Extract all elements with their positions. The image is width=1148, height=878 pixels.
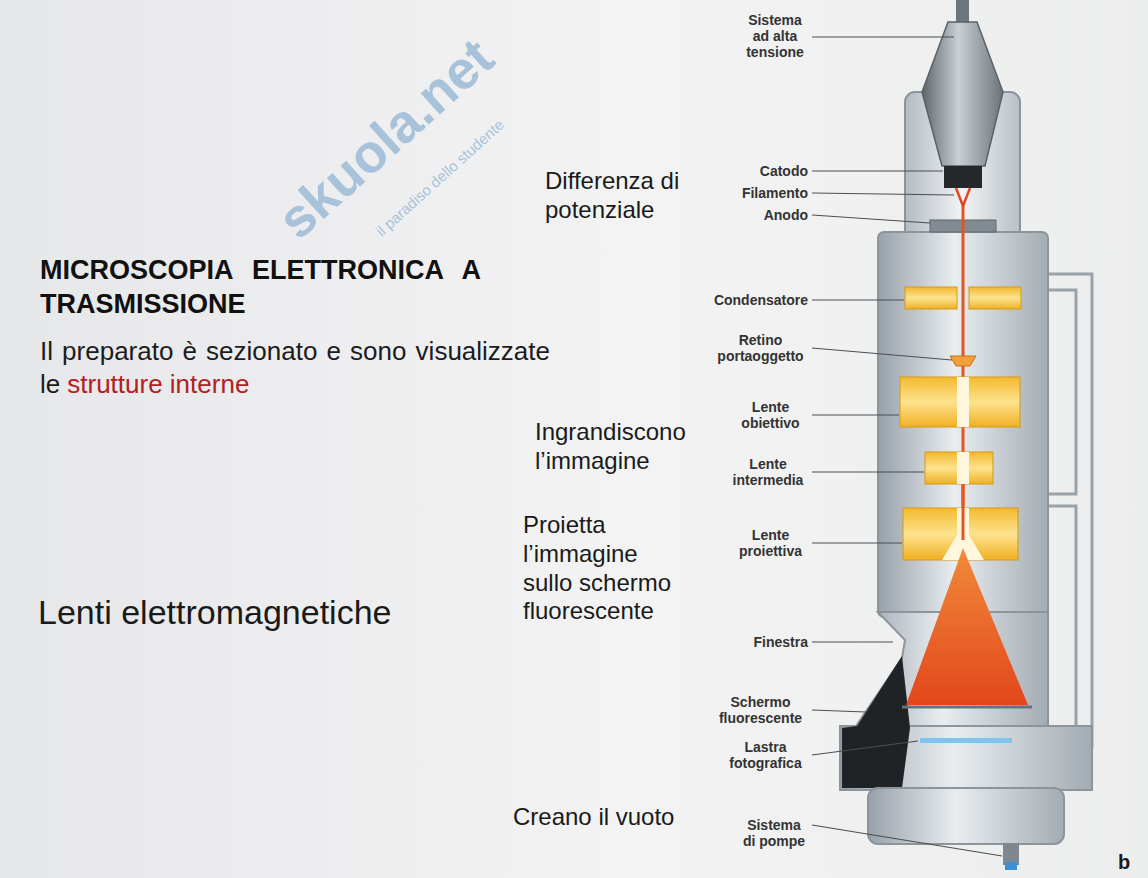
leader-line (812, 542, 902, 543)
note: Lenti elettromagnetiche (38, 592, 391, 633)
annotation: Creano il vuoto (513, 803, 674, 832)
leader-line (812, 741, 918, 755)
dark-housing (842, 656, 910, 788)
leader-line (812, 299, 904, 300)
annotation: Differenza di potenziale (545, 167, 717, 225)
highlight: strutture interne (67, 369, 249, 399)
intermediate-lens (925, 452, 993, 484)
condenser-lens (905, 287, 957, 309)
leader-line (812, 710, 866, 712)
base (868, 788, 1064, 844)
figure-letter: b (1118, 850, 1130, 874)
objective-lens (900, 377, 1020, 427)
part-label: Lastra fotografica (723, 739, 808, 771)
fluorescent-screen (902, 706, 1032, 709)
part-label: Lente proiettiva (733, 527, 808, 559)
annotation: Proietta l’immagine sullo schermo fluore… (523, 511, 691, 626)
part-label: Finestra (754, 634, 808, 650)
part-label: Schermo fluorescente (713, 694, 808, 726)
leader-line (812, 170, 943, 171)
leader-line (812, 348, 952, 360)
filament (956, 188, 970, 206)
tube-inner (1046, 290, 1076, 494)
part-label: Sistema di pompe (740, 817, 808, 849)
condenser-lens (969, 287, 1021, 309)
projected-beam (906, 548, 1028, 705)
specimen-grid (950, 356, 976, 366)
part-label: Retino portaoggetto (713, 332, 808, 364)
slide-title: MICROSCOPIA ELETTRONICA A TRASMISSIONE (40, 253, 560, 322)
annotation: Ingrandiscono l’immagine (535, 418, 715, 476)
part-label: Filamento (742, 185, 808, 201)
lens-bore (957, 377, 969, 427)
electron-beam (962, 484, 965, 540)
leader-line (812, 825, 1002, 856)
leader-line (812, 36, 954, 37)
pump-pipe (1003, 843, 1019, 865)
pump-outlet (1005, 862, 1017, 870)
photographic-plate (920, 738, 1012, 743)
leader-line (812, 215, 930, 223)
part-label: Anodo (764, 207, 808, 223)
part-label: Condensatore (714, 292, 808, 308)
tube-inner (1046, 506, 1076, 734)
lens-bore (957, 452, 969, 484)
cathode (944, 166, 982, 188)
leader-line (812, 193, 954, 195)
hv-cone (922, 22, 1003, 166)
part-label: Catodo (760, 163, 808, 179)
side-tube (1046, 274, 1092, 748)
part-label: Lente obiettivo (733, 399, 808, 431)
part-label: Lente intermedia (728, 456, 808, 488)
leader-lines (812, 37, 1002, 856)
leader-line (812, 471, 924, 472)
leader-line (812, 641, 893, 642)
tube-outline (1046, 274, 1092, 748)
leader-line (812, 414, 899, 415)
part-label: Sistema ad alta tensione (742, 12, 808, 60)
projector-lens (903, 508, 1018, 560)
